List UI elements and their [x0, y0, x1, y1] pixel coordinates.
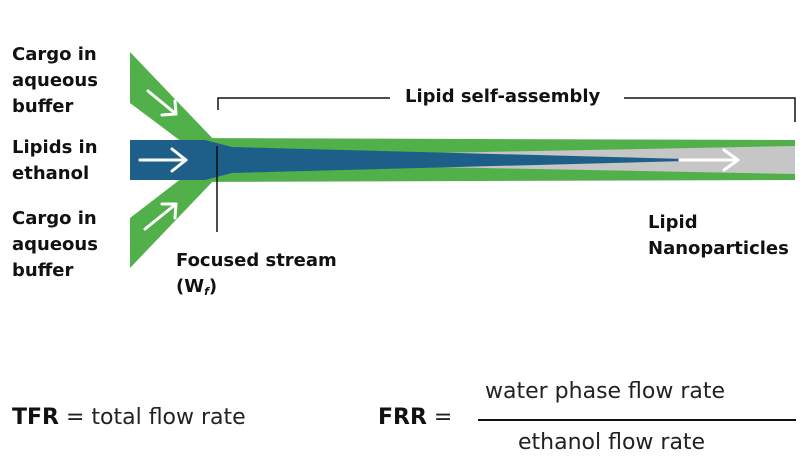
label-line: Cargo in: [12, 44, 97, 65]
cargo-bottom-label: Cargo in aqueous buffer: [12, 206, 98, 284]
label-line: buffer: [12, 260, 74, 281]
label-line: Nanoparticles: [648, 238, 789, 259]
ethanol-stream: [130, 140, 705, 180]
aqueous-inlet-bottom: [130, 178, 216, 268]
label-line: aqueous: [12, 234, 98, 255]
subscript: f: [204, 285, 209, 298]
focused-stream-label: Focused stream (Wf): [176, 248, 337, 305]
arrow-icon: [146, 89, 178, 117]
label-line: Lipid: [648, 212, 698, 233]
arrow-icon: [678, 148, 740, 172]
label-line: Focused stream: [176, 250, 337, 271]
fraction-bar: [478, 419, 796, 421]
label-line: Lipids in: [12, 137, 98, 158]
label-line: ethanol: [12, 163, 90, 184]
label-line: Cargo in: [12, 208, 97, 229]
arrow-icon: [143, 202, 178, 231]
tfr-equation: TFR = total flow rate: [12, 405, 246, 430]
lipids-label: Lipids in ethanol: [12, 135, 98, 187]
frr-numerator: water phase flow rate: [485, 379, 726, 404]
self-assembly-bracket: [217, 97, 796, 122]
aqueous-inlet-top: [130, 52, 216, 142]
frr-denominator: ethanol flow rate: [518, 430, 706, 455]
focused-stream-symbol: (Wf): [176, 276, 218, 298]
arrow-icon: [138, 147, 188, 173]
tfr-definition: = total flow rate: [58, 405, 246, 430]
nanoparticles-label: Lipid Nanoparticles: [648, 210, 789, 262]
frr-equation: FRR =: [378, 405, 452, 430]
label-line: buffer: [12, 96, 74, 117]
frr-equals: =: [426, 405, 453, 430]
label-line: aqueous: [12, 70, 98, 91]
tfr-term: TFR: [12, 405, 59, 430]
frr-term: FRR: [378, 405, 427, 430]
self-assembly-label: Lipid self-assembly: [405, 86, 601, 107]
cargo-top-label: Cargo in aqueous buffer: [12, 42, 98, 120]
